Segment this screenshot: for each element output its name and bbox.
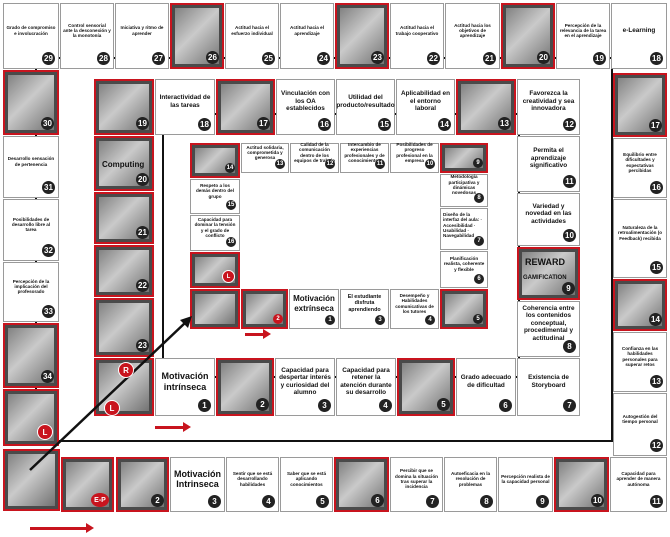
inner-cell-ladder: L [190,252,240,288]
outer-cell-7: Percibir que se domina la situación tras… [390,457,443,512]
inner-cell-7: Diseño de la interfaz del aula: · Accesi… [440,208,488,250]
inner-cell-4: Desempeño y Habilidades comunicativas de… [390,289,439,329]
outer-cell-26: 26 [170,3,224,69]
middle-cell-rl: R L [94,358,154,416]
reward-label: REWARD [525,257,565,267]
outer-cell-15: Naturaleza de la retroalimentación (o Fe… [613,199,667,278]
outer-cell-33: Percepción de la implicación del profeso… [3,262,59,322]
inner-cell-12: Calidad de la comunicación dentro de los… [290,142,339,173]
outer-cell-6: 6 [334,457,389,512]
inner-cell-14: 14 [190,143,240,178]
outer-cell-13: Confianza en las habilidades personales … [613,332,667,392]
outer-cell-14: 14 [613,279,667,331]
outer-cell-16: Equilibrio entre dificultades y expectat… [613,138,667,198]
middle-cell-23: 23 [94,298,154,357]
outer-cell-10: 10 [554,457,609,512]
outer-cell-8: Autoeficacia en la resolución de problem… [444,457,497,512]
middle-cell-8: Coherencia entre los contenidos conceptu… [517,301,580,357]
inner-cell-6: Planificación realista, coherente y flex… [440,251,488,288]
outer-cell-2: 2 [116,457,169,512]
outer-cell-21: Actitud hacia los objetivos de aprendiza… [445,3,500,69]
ep-badge: E-P [91,493,109,507]
inner-cell-2: 2 [241,289,288,329]
computing-label: Computing [102,160,145,169]
middle-cell-22: 22 [94,245,154,297]
direction-arrow-outer [30,523,94,533]
outer-cell-19: Percepción de la relevancia de la tarea … [556,3,610,69]
r-badge: R [118,362,134,378]
outer-cell-5: Saber que se está aplicando conocimiento… [280,457,333,512]
inner-cell-13: Actitud solidaria, comprometida y genero… [241,143,289,173]
inner-cell-10: Posibilidades de progreso profesional en… [390,142,439,173]
inner-cell-start [190,289,240,329]
middle-cell-21: 21 [94,192,154,244]
outer-cell-17: 17 [613,73,667,137]
outer-cell-ladder: L [3,389,59,446]
middle-cell-4: Capacidad para retener la atención duran… [336,358,396,416]
inner-cell-16: Capacidad para dominar la tensión y el g… [190,215,240,251]
gamification-label: GAMIFICATION [523,275,567,281]
outer-cell-23: 23 [335,3,389,69]
middle-cell-9: REWARD GAMIFICATION 9 [517,247,580,300]
middle-cell-17: 17 [216,79,275,135]
outer-cell-9: Percepción realista de la capacidad pers… [498,457,553,512]
middle-cell-3: Capacidad para despertar interés y curio… [275,358,335,416]
outer-cell-11: Capacidad para aprender de manera autóno… [610,457,667,512]
ladder-badge: L [37,424,53,440]
inner-cell-9: 9 [440,143,488,173]
inner-ladder-badge: L [222,270,235,283]
outer-cell-34: 34 [3,323,59,388]
outer-cell-30: 30 [3,70,59,135]
l-badge: L [104,400,120,416]
inner-cell-5: 5 [440,289,488,329]
outer-cell-4: Sentir que se está desarrollando habilid… [226,457,279,512]
outer-cell-ep: E-P [61,457,114,512]
direction-arrow-inner [245,329,271,339]
middle-cell-19: 19 [94,79,154,135]
inner-cell-8: Metodología participativa y dinámicas no… [440,174,488,207]
middle-cell-13: 13 [456,79,516,135]
middle-cell-2: 2 [216,358,274,416]
direction-arrow-middle [155,422,191,432]
inner-cell-11: Intercambio de experiencias profesionale… [340,142,389,173]
outer-cell-20: 20 [501,3,555,69]
outer-cell-start [3,449,60,511]
middle-cell-20: Computing 20 [94,136,154,191]
middle-cell-5: 5 [397,358,455,416]
outer-cell-32: Posibilidades de desarrollo libre al tar… [3,199,59,261]
outer-cell-28: Control sensorial ante la desconexión y … [60,3,114,69]
middle-cell-12: Favorezca la creatividad y sea innovador… [517,79,580,135]
